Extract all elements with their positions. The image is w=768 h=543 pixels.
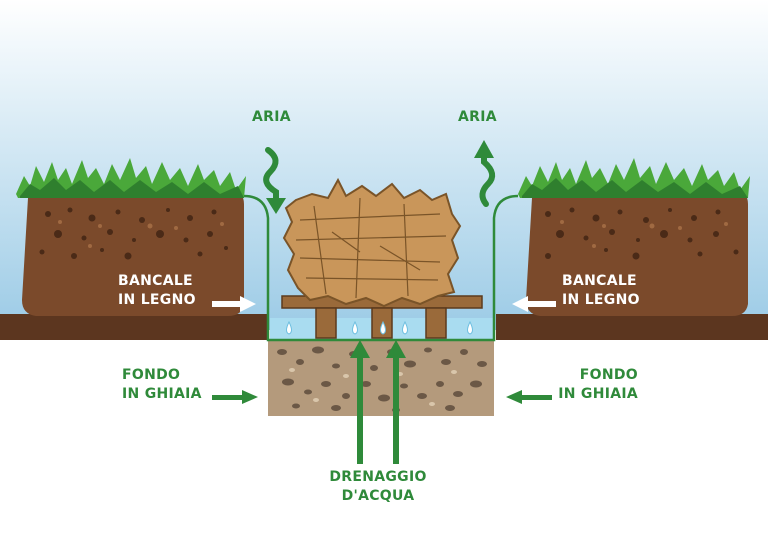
drainage-label-line2: D'ACQUA (341, 488, 415, 504)
gravel-label-right-line1: FONDO (579, 367, 638, 383)
air-label-right: ARIA (458, 109, 497, 125)
pallet-arrow-left (212, 296, 256, 312)
ground-strip-right (496, 314, 768, 340)
pallet-label-right: BANCALE IN LEGNO (562, 272, 640, 310)
grass-right (518, 158, 750, 198)
gravel-label-right: FONDO IN GHIAIA (556, 366, 638, 404)
hay-bale (282, 177, 462, 308)
pallet-label-left: BANCALE IN LEGNO (118, 272, 196, 310)
gravel-label-right-line2: IN GHIAIA (558, 386, 638, 402)
soil-block-left (22, 190, 244, 316)
drainage-label-line1: DRENAGGIO (329, 469, 427, 485)
gravel-arrow-right (506, 390, 552, 404)
air-label-left: ARIA (252, 109, 291, 125)
soil-block-right (526, 190, 748, 316)
pallet-label-right-line2: IN LEGNO (562, 292, 640, 308)
water-droplets (286, 320, 473, 335)
gravel-label-left-line2: IN GHIAIA (122, 386, 202, 402)
pallet-label-left-line1: BANCALE (118, 273, 193, 289)
air-arrow-left (263, 147, 286, 214)
gravel-label-left-line1: FONDO (122, 367, 181, 383)
grass-left (16, 158, 246, 198)
gravel-bed (268, 340, 494, 416)
ground-strip-left (0, 314, 268, 340)
pallet-arrow-right (512, 296, 556, 312)
pallet-label-right-line1: BANCALE (562, 273, 637, 289)
gravel-arrow-left (212, 390, 258, 404)
pallet-label-left-line2: IN LEGNO (118, 292, 196, 308)
gravel-label-left: FONDO IN GHIAIA (122, 366, 202, 404)
drainage-arrows (350, 340, 406, 464)
drainage-label: DRENAGGIO D'ACQUA (318, 468, 438, 506)
pit-liner (243, 194, 519, 342)
air-arrow-right (474, 140, 496, 207)
